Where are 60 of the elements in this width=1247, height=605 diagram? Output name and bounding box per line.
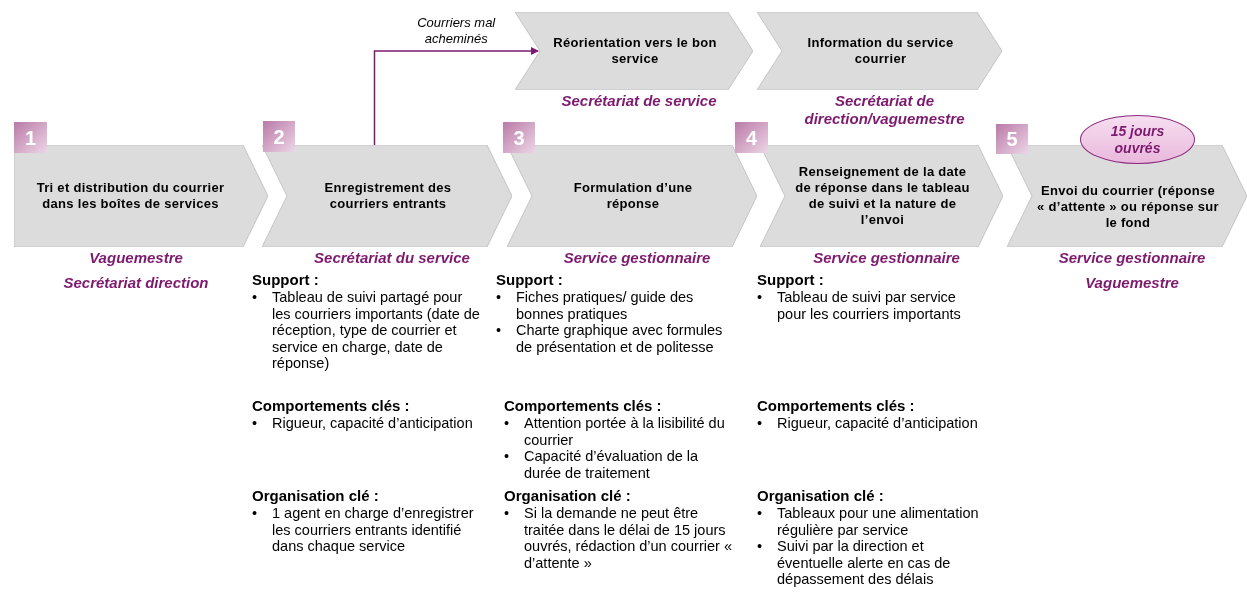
- bullet-item: Charte graphique avec formules de présentation et de politesse: [516, 322, 724, 355]
- role-label: Service gestionnaire: [812, 249, 961, 267]
- process-step: [757, 12, 1002, 90]
- role-label: Service gestionnaire: [562, 249, 712, 267]
- bullet-marker: •: [504, 448, 511, 466]
- bullet-item: Suivi par la direction et éventuelle alerte en cas de dépassement des délais: [777, 538, 952, 588]
- step-number-badge: 5: [996, 124, 1028, 154]
- bullet-item: Fiches pratiques/ guide des bonnes pratiques: [516, 289, 695, 322]
- section-heading: Organisation clé :: [252, 487, 380, 505]
- process-step: [262, 145, 512, 247]
- step-number-badge: 1: [14, 122, 47, 153]
- bullet-marker: •: [496, 289, 503, 307]
- bullet-marker: •: [757, 505, 764, 523]
- bullet-item: Rigueur, capacité d’anticipation: [272, 415, 474, 432]
- bullet-marker: •: [504, 505, 511, 523]
- bullet-item: Tableau de suivi par service pour les courriers importants: [777, 289, 962, 322]
- step-text: Formulation d’une réponse: [572, 180, 694, 212]
- role-label: Vaguemestre: [1084, 274, 1180, 292]
- section-heading: Support :: [757, 271, 825, 289]
- process-step: [515, 12, 753, 90]
- bullet-marker: •: [252, 415, 259, 432]
- role-label: Secrétariat du service: [313, 249, 471, 267]
- bullet-item: Capacité d’évaluation de la durée de traitement: [524, 448, 700, 481]
- step-text: Information du service courrier: [806, 35, 955, 67]
- role-label: Service gestionnaire: [1057, 249, 1207, 267]
- bullet-marker: •: [757, 415, 764, 432]
- role-label: Secrétariat de service: [560, 92, 718, 110]
- step-text: Réorientation vers le bon service: [552, 35, 718, 67]
- section-heading: Support :: [496, 271, 564, 289]
- step-text: Tri et distribution du courrier dans les boîtes de services: [35, 180, 226, 212]
- bullet-item: Si la demande ne peut être traitée dans le délai de 15 jours ouvrés, rédaction d’un courrier « d’attente »: [524, 505, 732, 571]
- bullet-item: Rigueur, capacité d’anticipation: [777, 415, 979, 432]
- bullet-marker: •: [504, 415, 511, 433]
- bullet-marker: •: [757, 289, 764, 307]
- bullet-item: Tableaux pour une alimentation régulière par service: [777, 505, 980, 538]
- bullet-item: Attention portée à la lisibilité du courrier: [524, 415, 726, 448]
- bullet-item: Tableau de suivi partagé pour les courriers importants (date de réception, type de courrier et service en charge, date de réponse): [272, 289, 480, 372]
- step-number-badge: 3: [503, 122, 535, 153]
- bullet-marker: •: [252, 505, 259, 523]
- role-label: Secrétariat de direction/vaguemestre: [803, 92, 966, 128]
- bullet-marker: •: [757, 538, 764, 556]
- connector-arrow: [373, 47, 539, 146]
- section-heading: Organisation clé :: [757, 487, 885, 505]
- bullet-item: 1 agent en charge d’enregistrer les courriers entrants identifié dans chaque service: [272, 505, 475, 555]
- section-heading: Organisation clé :: [504, 487, 632, 505]
- step-number-badge: 2: [263, 121, 295, 152]
- section-heading: Comportements clés :: [504, 397, 663, 415]
- step-number-badge: 4: [735, 122, 768, 153]
- step-text: Envoi du courrier (réponse « d’attente » ou réponse sur le fond: [1036, 183, 1220, 231]
- role-label: Vaguemestre: [88, 249, 184, 267]
- process-step: [14, 145, 268, 247]
- bullet-marker: •: [496, 322, 503, 340]
- bullet-marker: •: [252, 289, 259, 307]
- step-text: Enregistrement des courriers entrants: [323, 180, 453, 212]
- step-text: Renseignement de la date de réponse dans le tableau de suivi et la nature de l’envoi: [794, 164, 971, 228]
- section-heading: Support :: [252, 271, 320, 289]
- section-heading: Comportements clés :: [757, 397, 916, 415]
- process-step: [760, 145, 1003, 247]
- section-heading: Comportements clés :: [252, 397, 411, 415]
- process-step: [507, 145, 757, 247]
